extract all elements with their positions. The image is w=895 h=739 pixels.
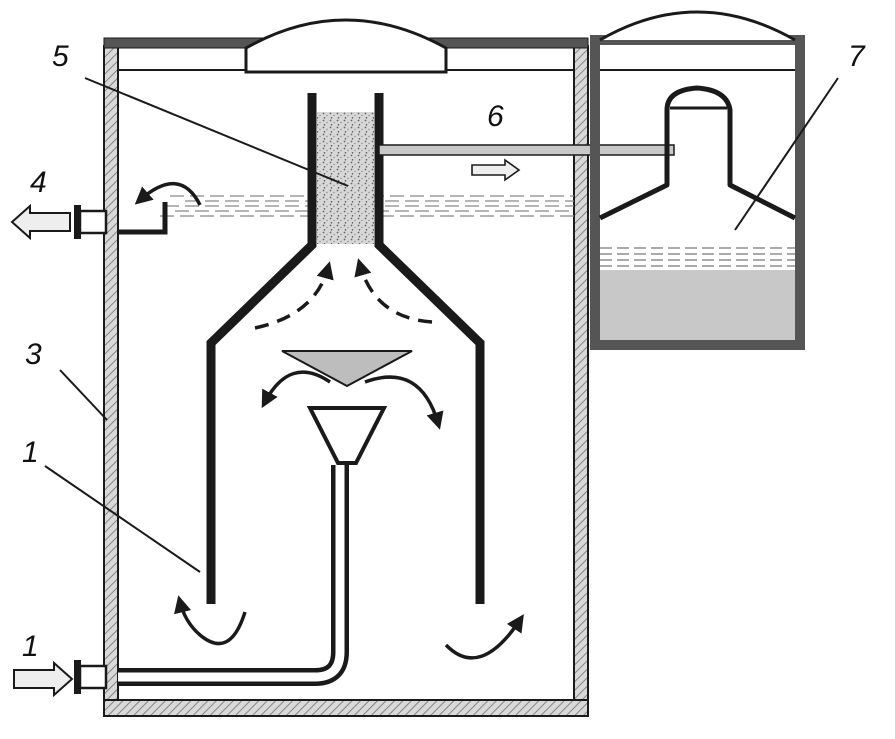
transfer-flow-arrow — [471, 158, 521, 182]
flow-arrow-deflector-left — [261, 370, 331, 409]
sludge-tank-water-lines — [600, 247, 795, 267]
flow-arrow-deflector-right — [364, 375, 444, 430]
inlet-pipe — [118, 465, 349, 686]
settling-cone — [206, 93, 485, 604]
flow-arrows-dashed — [254, 258, 433, 330]
leader-line-5 — [84, 77, 349, 187]
label-7: 7 — [848, 40, 866, 73]
flow-arrow-dashed-right — [354, 258, 433, 324]
leader-lines — [44, 77, 839, 573]
sludge-tank-hatch-dome — [599, 10, 796, 42]
sand-filter-column — [317, 112, 374, 244]
leader-line-7 — [734, 77, 839, 231]
leader-line-1 — [44, 465, 201, 573]
outlet-flange — [78, 209, 108, 235]
label-1-pipe: 1 — [22, 436, 39, 469]
flow-arrows — [134, 182, 524, 660]
outlet-flow-arrow — [10, 203, 71, 241]
inlet-flange — [78, 664, 108, 690]
sludge-tank-sediment — [598, 270, 795, 342]
deflector-plate — [281, 350, 413, 388]
label-5: 5 — [52, 40, 69, 73]
tank-hatch-dome — [244, 18, 448, 74]
label-3: 3 — [25, 338, 42, 371]
flow-arrow-outlet — [134, 182, 202, 206]
tank-bottom-wall — [103, 699, 589, 717]
label-4: 4 — [30, 166, 47, 199]
outlet-flange-plate — [74, 205, 81, 239]
inlet-funnel — [306, 406, 388, 465]
transfer-pipe — [378, 144, 675, 156]
flow-arrow-bottom-right — [444, 614, 524, 660]
sludge-tank — [590, 10, 805, 350]
label-6: 6 — [487, 100, 504, 133]
label-1-inlet: 1 — [22, 630, 39, 663]
inlet-flow-arrow — [13, 660, 74, 698]
tank-left-wall — [103, 45, 119, 717]
main-tank — [103, 18, 589, 717]
flow-arrow-bottom-left — [174, 595, 247, 646]
sludge-tank-hood — [598, 85, 797, 221]
flow-arrow-dashed-left — [254, 261, 334, 330]
leader-line-3 — [59, 369, 108, 421]
outlet-weir — [118, 202, 168, 235]
inlet-flange-plate — [74, 660, 81, 694]
